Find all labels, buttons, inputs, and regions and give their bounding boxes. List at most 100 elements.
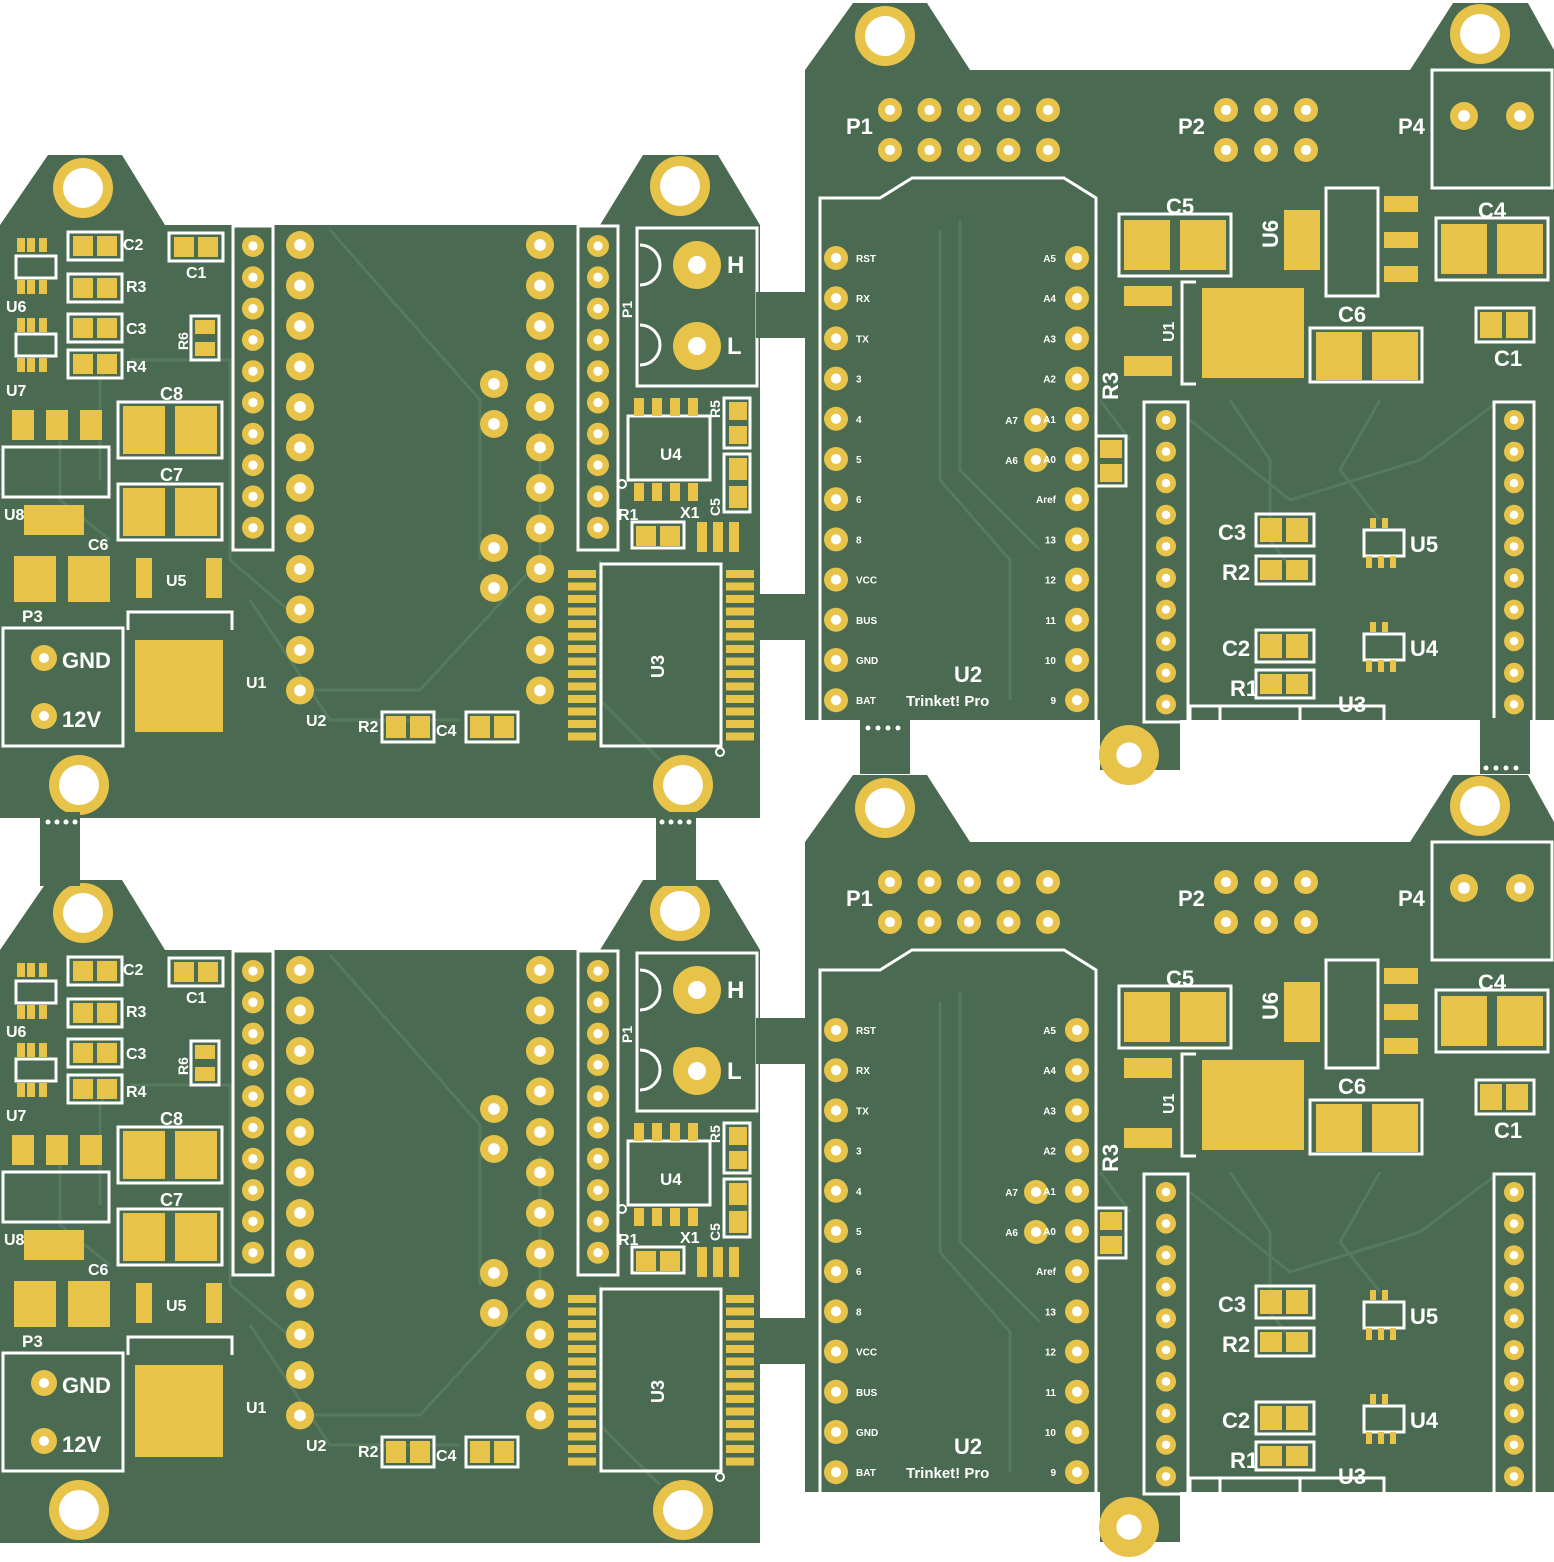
ref-u2: U2 [954,662,982,687]
ref-u6: U6 [1258,220,1283,248]
module-name: Trinket! Pro [906,693,989,710]
ref-c7: C7 [160,465,183,485]
power-label-12v: 12V [62,707,101,732]
ref-c5: C5 [1166,194,1194,219]
pin-label-right: Aref [1036,495,1057,506]
pin-label-left: BUS [856,616,877,627]
ref-r5: R5 [707,400,723,418]
ref-c8: C8 [160,1109,183,1129]
ref-c2: C2 [1222,636,1250,661]
pin-label-left: BUS [856,1388,877,1399]
pin-label-right: A1 [1043,1187,1056,1198]
ref-r3: R3 [126,279,147,296]
ref-c3: C3 [1218,1292,1246,1317]
ref-c1: C1 [186,990,207,1007]
ref-c4: C4 [1478,970,1507,995]
terminal-label-h: H [727,252,744,279]
ref-c3: C3 [126,321,147,338]
ref-c3: C3 [1218,520,1246,545]
module-name: Trinket! Pro [906,1465,989,1482]
ref-c2: C2 [123,962,144,979]
pin-label-left: 3 [856,1147,862,1158]
pin-label-right: A0 [1043,455,1056,466]
pin-label-right: 9 [1050,1468,1056,1479]
pin-label-right: 11 [1045,1388,1056,1399]
ref-r1: R1 [618,1232,639,1249]
ref-u7: U7 [6,1108,27,1125]
ref-p2: P2 [1178,886,1205,911]
power-label-gnd: GND [62,1373,111,1398]
ref-p3: P3 [22,607,43,626]
ref-u4: U4 [1410,1408,1439,1433]
pin-label-right: Aref [1036,1267,1057,1278]
ref-u8: U8 [4,1232,25,1249]
ref-c1: C1 [1494,1118,1522,1143]
ref-r3: R3 [1098,372,1123,400]
ref-r6: R6 [175,332,191,350]
ref-u5: U5 [1410,532,1438,557]
ref-c2: C2 [1222,1408,1250,1433]
ref-u3: U3 [1338,1464,1366,1489]
pin-label-right: 12 [1045,1348,1057,1359]
pin-label-left: RST [856,254,876,265]
pin-label-inner: A6 [1005,456,1018,467]
ref-c1: C1 [1494,346,1522,371]
ref-r1: R1 [618,507,639,524]
ref-p2: P2 [1178,114,1205,139]
pin-label-left: 6 [856,1267,862,1278]
ref-c1: C1 [186,265,207,282]
ref-u4: U4 [660,1170,682,1189]
ref-c6: C6 [88,1262,109,1279]
ref-u5: U5 [166,1298,187,1315]
ref-r2: R2 [1222,1332,1250,1357]
ref-r2: R2 [1222,560,1250,585]
breakaway-tabs [40,292,1530,1364]
pin-label-right: 9 [1050,696,1056,707]
ref-x1: X1 [680,505,700,522]
pin-label-left: 8 [856,535,862,546]
ref-c5: C5 [1166,966,1194,991]
ref-p4: P4 [1398,886,1426,911]
pin-label-right: 12 [1045,576,1057,587]
ref-p4: P4 [1398,114,1426,139]
ref-r2: R2 [358,1444,379,1461]
pin-label-left: TX [856,1106,869,1117]
pin-label-left: 5 [856,1227,862,1238]
pin-label-right: A4 [1043,1066,1056,1077]
ref-u4: U4 [660,445,682,464]
pin-label-right: 13 [1045,1307,1057,1318]
ref-u2: U2 [306,713,327,730]
ref-u3: U3 [1338,692,1366,717]
pin-label-left: BAT [856,1468,876,1479]
pin-label-left: VCC [856,576,877,587]
pin-label-right: A1 [1043,415,1056,426]
ref-u2: U2 [954,1434,982,1459]
ref-x1: X1 [680,1230,700,1247]
ref-u3: U3 [648,655,668,678]
ref-u1: U1 [246,675,267,692]
ref-r3: R3 [126,1004,147,1021]
ref-c5: C5 [707,1223,723,1241]
pin-label-left: RST [856,1026,876,1037]
terminal-label-l: L [727,333,742,360]
pin-label-left: 5 [856,455,862,466]
ref-r4: R4 [126,1084,147,1101]
pin-label-left: BAT [856,696,876,707]
ref-r2: R2 [358,719,379,736]
pin-label-inner: A7 [1005,1188,1018,1199]
pin-label-left: VCC [856,1348,877,1359]
ref-u2: U2 [306,1438,327,1455]
pin-label-right: A4 [1043,294,1056,305]
ref-c3: C3 [126,1046,147,1063]
pin-label-left: 4 [856,1187,862,1198]
pin-label-left: TX [856,334,869,345]
ref-r4: R4 [126,359,147,376]
pin-label-right: A3 [1043,334,1056,345]
pin-label-right: A2 [1043,1147,1056,1158]
ref-c5: C5 [707,498,723,516]
